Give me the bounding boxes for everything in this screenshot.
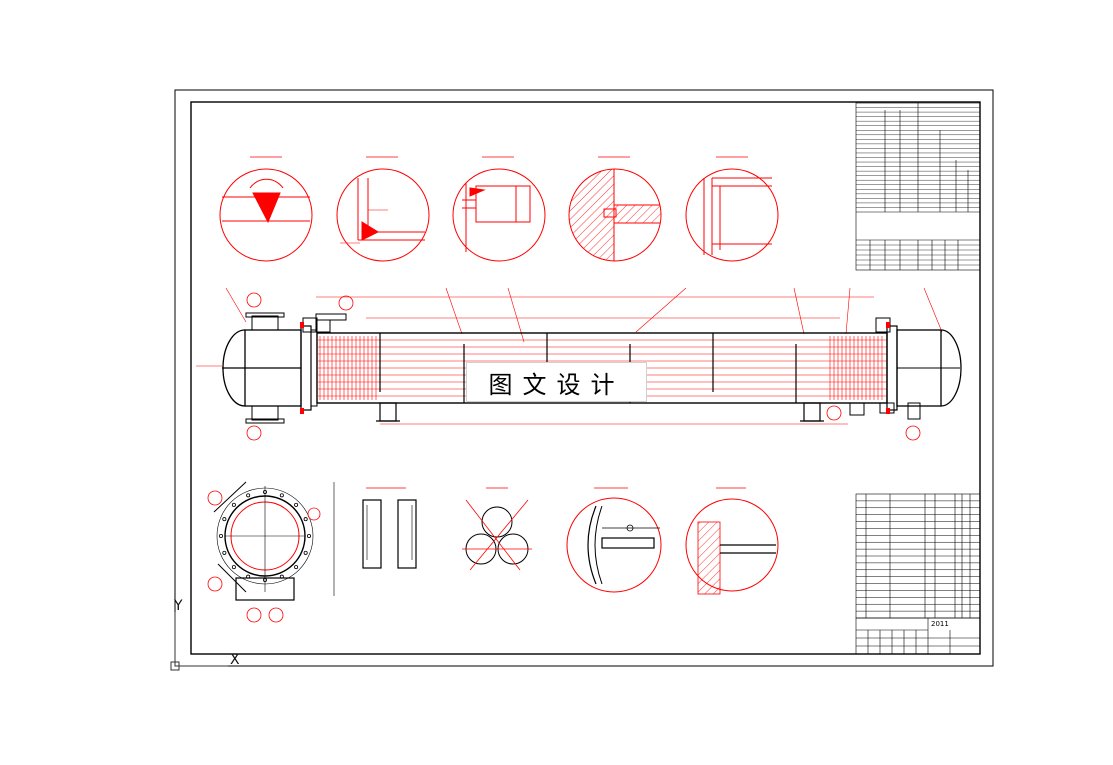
watermark-label: 图文设计 <box>466 362 647 402</box>
bolt-hole <box>303 550 308 555</box>
heat-exchanger-elevation <box>196 287 962 441</box>
bolt-hole <box>222 550 227 555</box>
title-block-project-text: 2011 <box>931 620 949 628</box>
bolt-hole <box>306 534 311 539</box>
nozzle-balloons <box>246 292 921 441</box>
detail-d <box>568 156 662 262</box>
gasket-marks <box>300 322 890 414</box>
bolt-hole <box>218 534 223 539</box>
bottom-detail-views <box>362 487 779 595</box>
detail-g <box>462 487 532 571</box>
bolt-hole <box>222 517 227 522</box>
bolt-hole <box>246 493 251 498</box>
dimension-lines <box>196 287 943 425</box>
parts-list-rows <box>856 500 980 612</box>
detail-e <box>685 156 779 262</box>
bolt-hole <box>294 565 299 570</box>
detail-h <box>566 487 662 593</box>
bolt-hole <box>262 489 267 494</box>
bolt-hole <box>279 493 284 498</box>
detail-f <box>362 487 417 569</box>
bolt-hole <box>231 565 236 570</box>
outer-frame <box>174 89 994 667</box>
inner-frame <box>190 101 981 655</box>
end-view <box>207 481 335 623</box>
top-detail-views <box>219 156 779 262</box>
spec-table-rows <box>856 107 980 266</box>
detail-i <box>685 487 779 595</box>
title-block <box>855 617 981 655</box>
bolt-hole <box>303 517 308 522</box>
x-axis-label: X <box>230 652 240 668</box>
ucs-axis-icon <box>170 612 228 671</box>
y-axis-label: Y <box>174 598 183 614</box>
detail-a <box>219 156 313 262</box>
bolt-hole <box>294 502 299 507</box>
saddle-supports <box>376 402 824 422</box>
bolt-hole <box>231 502 236 507</box>
detail-b <box>336 156 430 262</box>
detail-c <box>452 156 546 262</box>
